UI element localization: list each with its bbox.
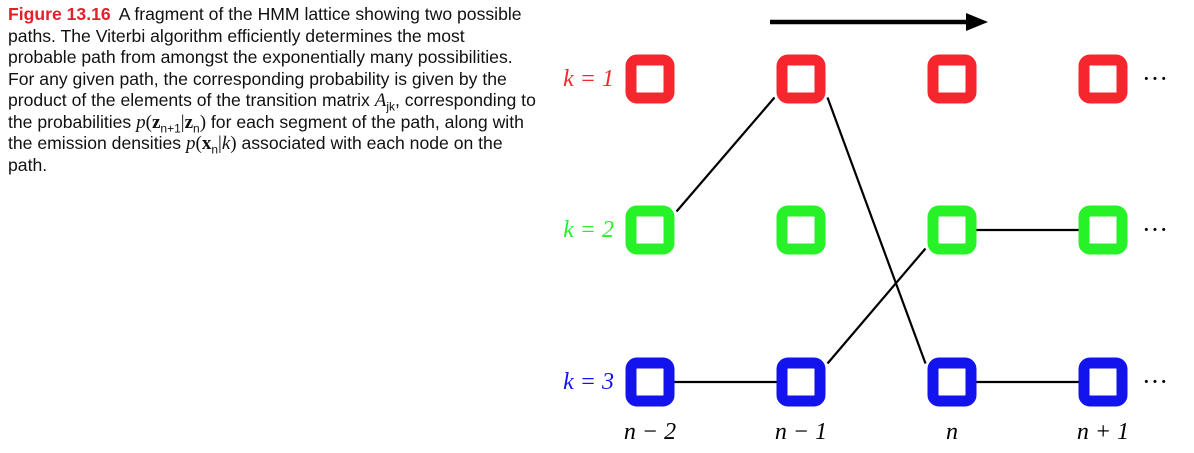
state-node xyxy=(625,357,675,407)
time-direction-arrow xyxy=(770,13,988,31)
caption-text: , corresponding to the probabilities xyxy=(8,90,536,132)
math-symbol: z xyxy=(184,111,193,133)
path-1-edge xyxy=(675,96,776,213)
math-symbol: n+1 xyxy=(160,121,181,136)
math-symbol: n xyxy=(211,142,218,157)
math-symbol: | xyxy=(218,133,222,154)
time-step-label: n − 2 xyxy=(624,419,676,445)
math-symbol: k xyxy=(221,133,231,154)
math-symbol: ) xyxy=(199,111,207,133)
time-labels: n − 2 n − 1 n n + 1 xyxy=(624,419,1129,445)
caption-math: Ajk xyxy=(374,90,395,113)
time-step-label: n − 1 xyxy=(775,419,827,445)
math-symbol: z xyxy=(151,111,161,133)
state-node xyxy=(1078,357,1128,407)
continuation-ellipsis: ··· xyxy=(1142,367,1168,396)
state-node xyxy=(1078,54,1128,104)
state-node xyxy=(1078,205,1128,255)
state-label: k = 3 xyxy=(563,369,614,395)
path-1-edge xyxy=(826,97,927,364)
math-symbol: p xyxy=(136,111,146,133)
math-symbol: jk xyxy=(386,99,396,114)
state-label: k = 2 xyxy=(563,217,614,243)
state-node xyxy=(776,205,826,255)
time-step-label: n + 1 xyxy=(1077,419,1129,445)
caption-body: A fragment of the HMM lattice showing tw… xyxy=(8,4,536,175)
continuation-ellipsis: ··· xyxy=(1142,64,1168,93)
state-node xyxy=(776,54,826,104)
math-symbol: x xyxy=(201,133,212,154)
continuation-ellipsis: ··· xyxy=(1142,215,1168,244)
state-node xyxy=(927,54,977,104)
caption-math: p(zn+1|zn) xyxy=(136,111,207,136)
path-2-edge xyxy=(826,247,927,365)
continuation-dots: ··· ··· ··· xyxy=(1142,64,1168,396)
math-symbol: ( xyxy=(195,133,202,154)
state-label: k = 1 xyxy=(563,66,614,92)
math-symbol: p xyxy=(185,133,196,154)
state-node xyxy=(625,54,675,104)
state-labels: k = 1 k = 2 k = 3 xyxy=(563,66,614,395)
caption-math: p(xn|k) xyxy=(185,133,237,156)
caption-text: A fragment of the HMM lattice showing tw… xyxy=(8,4,522,110)
state-node xyxy=(776,357,826,407)
time-step-label: n xyxy=(946,419,958,445)
math-symbol: A xyxy=(374,90,387,111)
math-symbol: ( xyxy=(145,111,152,133)
caption-text: associated with each node on the path. xyxy=(8,133,503,175)
path-edges xyxy=(674,96,1079,384)
math-symbol: n xyxy=(193,121,200,136)
lattice-nodes xyxy=(625,54,1128,407)
math-symbol: | xyxy=(180,111,185,133)
math-symbol: ) xyxy=(230,133,237,154)
figure-label: Figure 13.16 xyxy=(8,4,111,24)
state-node xyxy=(625,205,675,255)
caption-text: for each segment of the path, along with… xyxy=(8,111,524,154)
state-node xyxy=(927,357,977,407)
state-node xyxy=(927,205,977,255)
